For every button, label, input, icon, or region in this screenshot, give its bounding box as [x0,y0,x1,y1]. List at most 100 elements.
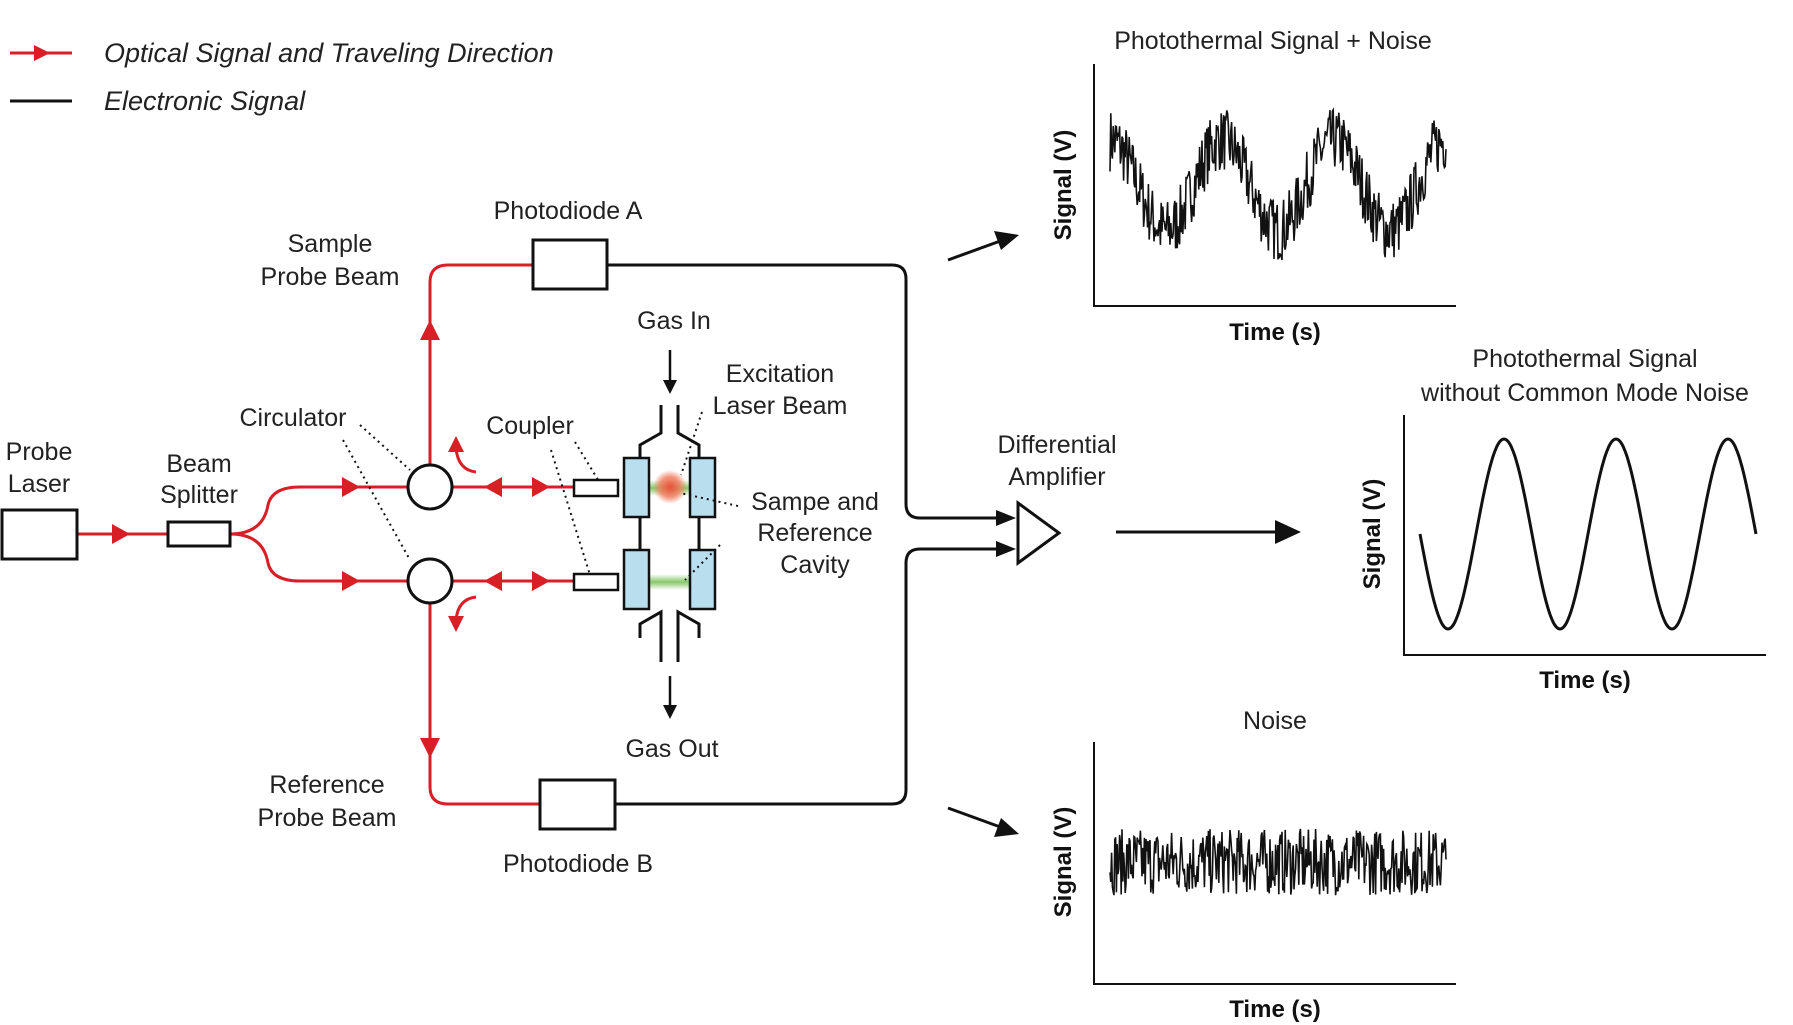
coupler-leader [550,449,591,576]
diff-amp-label: Differential [997,431,1116,459]
chart-axes [1093,64,1456,307]
cavity-leader [684,544,721,581]
beam-splitter-box [166,520,232,548]
beam-splitter-label: Splitter [160,481,238,509]
circulator-leader [359,424,411,471]
reference-probe-glow [640,574,699,590]
components [0,238,1062,831]
probe-laser-label: Laser [8,470,71,498]
arrow-icon [994,818,1019,837]
sample-probe-beam-label: Probe Beam [261,263,400,291]
excitation-label: Laser Beam [713,392,848,420]
arrow-up-icon [420,320,440,340]
arrow-icon [342,477,360,497]
circulator-label: Circulator [240,404,347,432]
cell-inlet-right [676,405,701,458]
legend-arrow-icon [34,45,50,61]
arrow-icon [1275,520,1301,544]
chart-title: Photothermal Signal + Noise [1114,27,1432,55]
legend-optical-label: Optical Signal and Traveling Direction [104,38,554,68]
gas-cell [622,405,717,662]
photodiode-b-box [538,778,617,831]
splitter-lower-branch [229,532,408,583]
cavity-leader [679,492,739,507]
arrow-icon [532,571,550,591]
arrow-icon [996,541,1016,557]
probe-laser-box [0,508,79,561]
cavity-mirror [688,548,717,611]
coupler-a [572,478,620,498]
arrow-to-top-chart [947,238,1004,262]
excitation-leader [680,411,703,476]
optical-paths [77,263,574,806]
probe-laser-label: Probe [6,438,73,466]
coupler-leader [574,441,601,484]
coupler-b [572,572,620,592]
arrow-icon [112,524,130,544]
cell-outlet-right [676,609,701,662]
photodiode-b-signal-line [615,547,1002,806]
circulator-leader [342,439,411,561]
cavity-mirror [622,456,651,519]
reference-probe-beam-label: Reference [269,771,384,799]
arrow-down-icon [663,705,677,719]
beam-splitter-label: Beam [166,450,231,478]
arrow-down-icon [420,738,440,758]
leader-lines [342,411,739,581]
gas-in-label: Gas In [637,307,711,335]
gas-out-label: Gas Out [625,735,718,763]
signal-noise-trace [1109,107,1447,261]
chart-axes [1093,742,1456,985]
circulator-b [406,557,454,605]
electronic-paths [607,231,1301,837]
photodiode-a-box [531,238,609,291]
arrow-icon [532,477,550,497]
arrow-left-icon [484,571,502,591]
clean-signal-trace [1418,437,1758,631]
legend-electronic-label: Electronic Signal [104,86,306,116]
chart-title: without Common Mode Noise [1420,379,1749,407]
arrow-left-icon [484,477,502,497]
reference-probe-beam-path [428,603,540,806]
y-axis-label: Signal (V) [1050,807,1077,918]
chart-clean-signal: Photothermal Signal without Common Mode … [1359,345,1766,694]
reference-probe-beam-label: Probe Beam [258,804,397,832]
photodiode-a-label: Photodiode A [494,197,643,225]
cell-outlet-left [638,609,663,662]
chart-noise: Noise Time (s) Signal (V) [1050,707,1456,1023]
arrow-down-icon [663,380,677,394]
circulator-a [406,463,454,511]
curved-arrow-up-icon [448,436,464,452]
cavity-mirror [688,456,717,519]
cell-inlet-left [638,405,663,458]
sample-probe-beam-path [428,263,533,465]
y-axis-label: Signal (V) [1050,130,1077,241]
photodiode-a-signal-line [607,263,1002,520]
sample-probe-beam-label: Sample [288,230,373,258]
coupler-label: Coupler [486,412,574,440]
splitter-upper-branch [229,485,408,536]
legend: Optical Signal and Traveling Direction E… [10,38,554,116]
diff-amp-label: Amplifier [1008,463,1105,491]
arrow-icon [994,231,1019,250]
excitation-label: Excitation [726,360,834,388]
photodiode-b-label: Photodiode B [503,850,653,878]
arrow-icon [342,571,360,591]
cavity-label: Reference [757,519,872,547]
component-labels: Probe Laser Beam Splitter Circulator Cou… [6,197,1117,878]
cavity-label: Sampe and [751,488,879,516]
x-axis-label: Time (s) [1539,667,1631,694]
differential-amplifier-icon [1016,500,1062,566]
arrow-icon [996,510,1016,526]
y-axis-label: Signal (V) [1359,479,1386,590]
excitation-spot [653,470,687,504]
curved-arrow-down-icon [448,616,464,632]
cavity-label: Cavity [780,551,850,579]
chart-signal-plus-noise: Photothermal Signal + Noise Time (s) Sig… [1050,27,1456,346]
cavity-mirror [622,548,651,611]
x-axis-label: Time (s) [1229,319,1321,346]
noise-trace [1109,828,1447,896]
chart-axes [1403,415,1766,656]
x-axis-label: Time (s) [1229,996,1321,1023]
chart-title: Photothermal Signal [1472,345,1697,373]
